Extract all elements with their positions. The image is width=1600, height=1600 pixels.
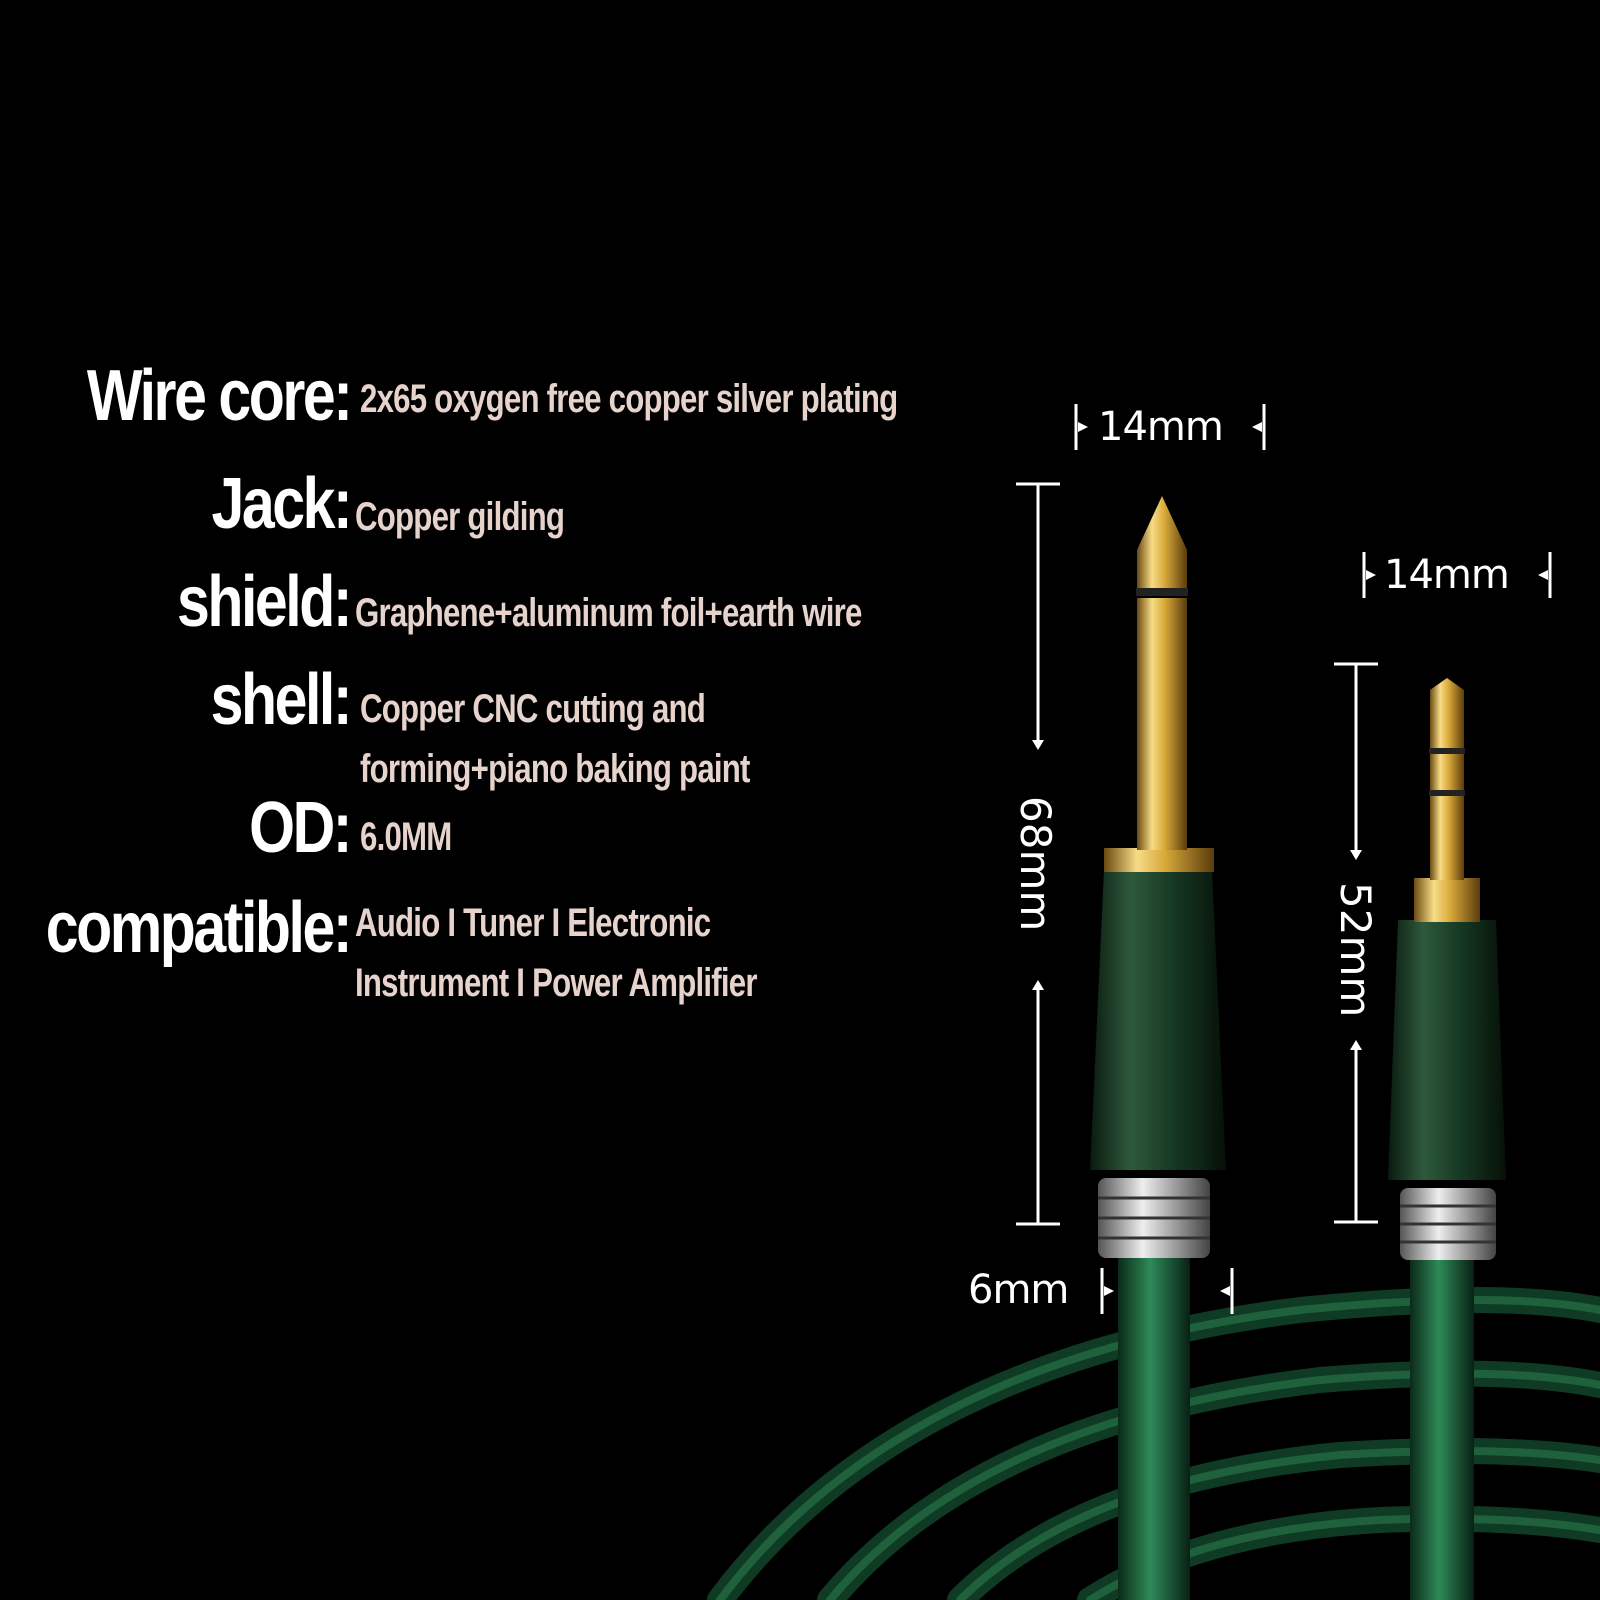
spec-label-wire-core: Wire core: [86,356,352,436]
spec-value-compatible-line-1: Audio I Tuner I Electronic [355,901,711,945]
dimension-line-52mm [1334,662,1378,1224]
small-plug-width-label: 14mm [1384,552,1510,598]
spec-label-jack: Jack: [211,464,352,544]
dimension-line-14mm-small [1362,552,1552,598]
dimension-line-6mm [1100,1268,1234,1314]
spec-label-compatible: compatible: [45,888,353,968]
dimension-line-68mm [1016,482,1060,1226]
spec-label-od: OD: [249,788,352,868]
spec-value-compatible-line-2: Instrument I Power Amplifier [355,961,758,1005]
large-plug-width-label: 14mm [1098,404,1224,450]
spec-value-shell-line-2: forming+piano baking paint [360,747,750,791]
small-plug-length-label: 52mm [1331,882,1380,1018]
large-plug-length-label: 68mm [1011,796,1060,932]
spec-value-od: 6.0MM [360,815,452,859]
cable-diameter-label: 6mm [968,1267,1069,1313]
spec-label-shell: shell: [210,660,353,740]
large-plug-icon [1090,496,1226,1600]
spec-value-shield: Graphene+aluminum foil+earth wire [355,591,862,635]
spec-value-jack: Copper gilding [355,495,565,539]
dimension-line-14mm-large [1074,404,1266,450]
spec-label-shield: shield: [176,562,353,642]
spec-value-wire-core: 2x65 oxygen free copper silver plating [360,377,898,421]
small-plug-icon [1388,678,1506,1600]
spec-value-shell-line-1: Copper CNC cutting and [360,687,706,731]
